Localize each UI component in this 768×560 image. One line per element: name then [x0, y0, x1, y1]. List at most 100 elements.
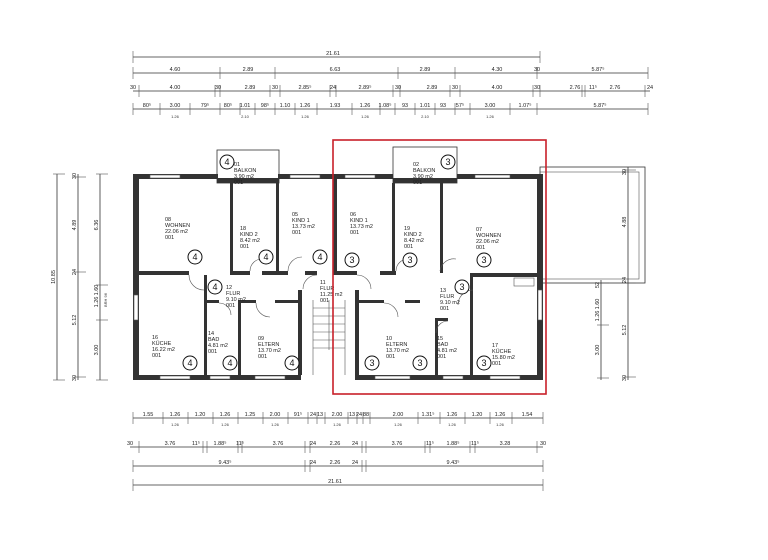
room-name: FLUR [226, 291, 240, 297]
unit-number: 4 [289, 358, 294, 368]
dimension-label: 93 [402, 103, 408, 109]
unit-number: 3 [417, 358, 422, 368]
dimension-label: 5.12 [72, 315, 78, 326]
room-name: KIND 1 [350, 218, 368, 224]
room-no: 16 [152, 335, 158, 341]
room-name: KIND 1 [292, 218, 310, 224]
dimension-label: 1.26 [595, 311, 601, 322]
dimension-label: 2.26 [330, 460, 341, 466]
dimension-label: 9.43⁵ [447, 459, 460, 466]
dimension-label: 2.89 [243, 67, 254, 73]
unit-marker-circle [476, 252, 492, 268]
dimension-label: 2.00 [393, 412, 404, 418]
dimension-label: 1.60 [595, 299, 601, 310]
room-code: 001 [292, 230, 301, 236]
dimension-label: 1.26 [496, 422, 505, 427]
dimension-label: 3.76 [165, 441, 176, 447]
dimension-label: 1.26 [448, 422, 457, 427]
selected-apartment-highlight[interactable] [332, 139, 547, 395]
dimension-label: 57⁵ [456, 102, 464, 109]
room-area: 22.06 m2 [476, 239, 499, 245]
dimension-label: 2.76 [610, 85, 621, 91]
dimension-label: 1.26 [170, 412, 181, 418]
room-no: 13 [440, 288, 446, 294]
dimension-label: 1.20 [195, 412, 206, 418]
unit-marker-circle [219, 154, 235, 170]
room-no: 12 [226, 285, 232, 291]
unit-number: 3 [407, 255, 412, 265]
dimension-label: 30 [622, 169, 628, 175]
room-no: 11 [320, 280, 326, 286]
dimension-label: 2.10 [241, 114, 250, 119]
dimension-column: 6.361.601.263.00 [94, 173, 108, 381]
dimension-label: 3.76 [392, 441, 403, 447]
room-code: 001 [152, 353, 161, 359]
dimension-label: 2.89 [420, 67, 431, 73]
unit-marker-circle [402, 252, 418, 268]
unit-number: 4 [212, 282, 217, 292]
dimension-label: 2.89 [245, 85, 256, 91]
dimension-label: 80⁵ [143, 102, 151, 109]
interior-walls [139, 179, 540, 380]
dimension-label: 4.30 [492, 67, 503, 73]
room-name: BALKON [413, 168, 435, 174]
room-name: BALKON [234, 168, 256, 174]
room-code: 001 [240, 244, 249, 250]
dimension-label: 1.26 [300, 103, 311, 109]
room-name: WOHNEN [165, 223, 190, 229]
unit-number: 3 [445, 157, 450, 167]
room-area: 8.42 m2 [240, 238, 260, 244]
room-area: 4.81 m2 [437, 348, 457, 354]
dimension-label: 24 [72, 269, 78, 275]
dimension-label: 1.55 [143, 412, 154, 418]
dimension-label: 24 [310, 441, 316, 447]
room-name: FLUR [320, 286, 334, 292]
dimension-label: 10.85 [51, 270, 57, 284]
dimension-label: 1.26 [394, 422, 403, 427]
dimension-label: 1.93 [330, 103, 341, 109]
room-code: 001 [413, 180, 422, 186]
unit-marker-circle [312, 249, 328, 265]
room-code: 001 [226, 303, 235, 309]
dimension-label: 21.61 [326, 51, 340, 57]
room-name: KIND 2 [240, 232, 258, 238]
dimension-label: 2.85⁵ [299, 84, 312, 91]
dimension-label: 3.00 [94, 345, 100, 356]
room-code: 001 [440, 306, 449, 312]
dimension-label: 3.00 [595, 345, 601, 356]
dimension-label: 4.60 [170, 67, 181, 73]
room-no: 09 [258, 336, 264, 342]
dimension-row: 21.61 [132, 479, 544, 491]
room-area: 3.90 m2 [234, 174, 254, 180]
room-no: 05 [292, 212, 298, 218]
dimension-label: 21.61 [328, 479, 342, 485]
dimension-label: 1.88⁵ [447, 440, 460, 447]
room-area: 4.81 m2 [208, 343, 228, 349]
dimension-label: 4.00 [170, 85, 181, 91]
unit-number: 3 [481, 255, 486, 265]
dimension-label: 30 [215, 85, 221, 91]
dimension-label: 1.26 [94, 297, 100, 308]
dimension-label: 1.25 [245, 412, 256, 418]
dimension-label: 30 [130, 85, 136, 91]
room-name: KÜCHE [152, 340, 172, 347]
dimension-label: 1.26 [171, 422, 180, 427]
room-name: BAD [208, 337, 219, 343]
dimension-label: 80⁵ [224, 102, 232, 109]
room-code: 001 [404, 244, 413, 250]
